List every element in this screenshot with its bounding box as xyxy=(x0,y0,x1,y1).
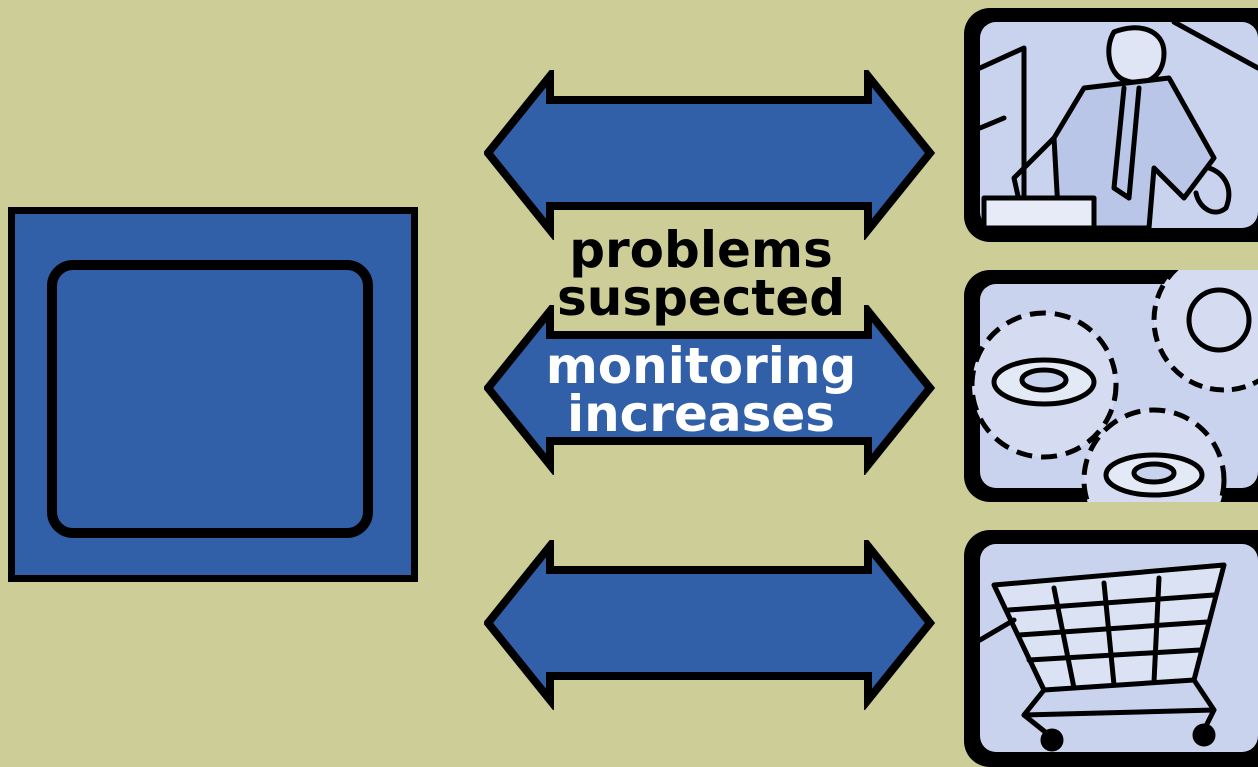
businessman-icon xyxy=(977,19,1258,231)
double-arrow-middle xyxy=(484,305,936,475)
label-line: problems xyxy=(569,221,833,279)
businessman-panel xyxy=(964,8,1258,242)
label-line: monitoring xyxy=(545,337,857,395)
label-line: increases xyxy=(566,385,836,443)
gears-panel xyxy=(964,270,1258,502)
problems-suspected-label: problems suspected xyxy=(484,221,918,327)
shopping-cart-icon xyxy=(977,544,1258,752)
system-box-inner xyxy=(47,260,373,538)
monitoring-increases-label: monitoring increases xyxy=(484,337,918,443)
label-line: suspected xyxy=(556,269,846,327)
system-box xyxy=(8,207,418,582)
double-arrow-top xyxy=(484,70,936,240)
gears-icon xyxy=(969,270,1258,502)
double-arrow-bottom xyxy=(484,540,936,710)
shopping-cart-panel xyxy=(964,530,1258,767)
